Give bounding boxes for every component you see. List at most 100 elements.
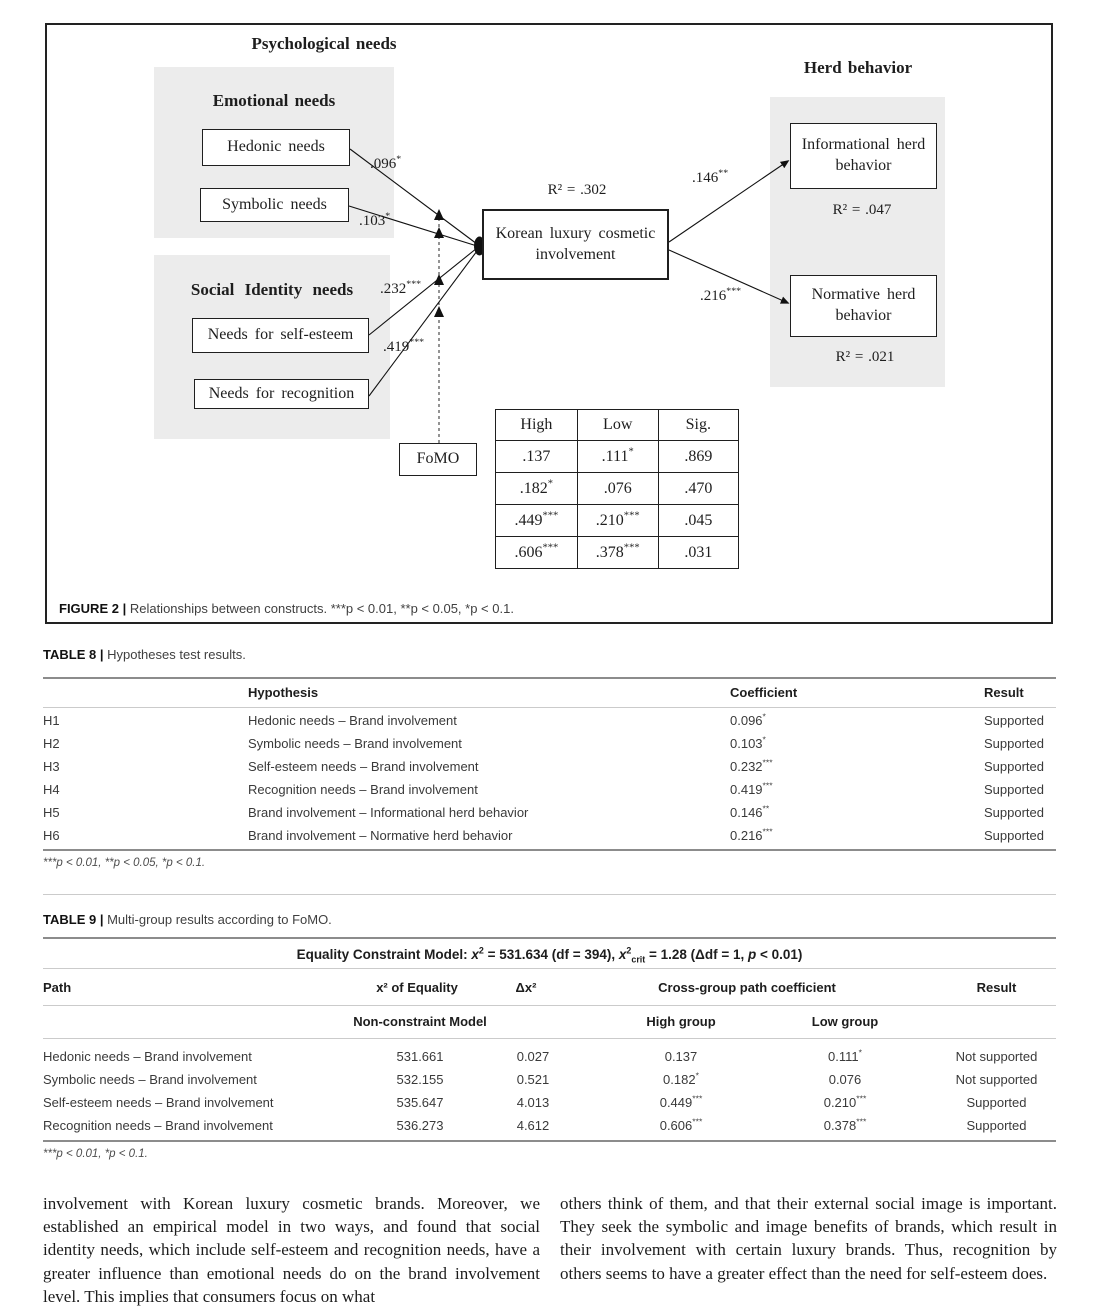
table9-header-cross-group: Cross-group path coefficient xyxy=(658,980,836,995)
r2-involvement: R² = .302 xyxy=(547,182,607,198)
path-label-symbolic: .103* xyxy=(359,211,391,229)
table8-footnote: ***p < 0.01, **p < 0.05, *p < 0.1. xyxy=(43,857,206,869)
self-esteem-needs-box: Needs for self-esteem xyxy=(192,318,369,353)
table8-row-id: H3 xyxy=(43,759,60,774)
table9-header-result: Result xyxy=(976,980,1017,995)
table9-row-low: 0.378*** xyxy=(823,1116,867,1133)
table8-row-result: Supported xyxy=(984,828,1044,843)
mini-row: .182*.076.470 xyxy=(495,472,740,505)
table9-row-result: Not supported xyxy=(955,1049,1038,1064)
mini-col-sig: Sig. xyxy=(657,409,740,441)
table8-row-coefficient: 0.096* xyxy=(730,711,766,728)
table8-header-hypothesis: Hypothesis xyxy=(248,685,319,700)
mini-row: .449***.210***.045 xyxy=(495,504,740,537)
table8-row-hypothesis: Brand involvement – Informational herd b… xyxy=(248,805,529,820)
psychological-needs-title: Psychological needs xyxy=(251,34,397,53)
table8-row-coefficient: 0.419*** xyxy=(730,780,773,797)
table9-row-high: 0.606*** xyxy=(659,1116,703,1133)
table9-footnote: ***p < 0.01, *p < 0.1. xyxy=(43,1148,148,1160)
involvement-box: Korean luxury cosmetic involvement xyxy=(482,209,669,280)
table9-row-chi: 535.647 xyxy=(396,1095,444,1110)
rule xyxy=(43,1005,1056,1006)
table8-row-hypothesis: Symbolic needs – Brand involvement xyxy=(248,736,462,751)
table9-row-low: 0.076 xyxy=(828,1072,862,1087)
table9-header-high-group: High group xyxy=(646,1014,716,1029)
table9-row-chi: 536.273 xyxy=(396,1118,444,1133)
table9-header-low-group: Low group xyxy=(811,1014,879,1029)
table9-header-delta-chi: Δx² xyxy=(515,980,537,995)
fomo-group-mini-table: High Low Sig. .137.111*.869 .182*.076.47… xyxy=(495,409,740,569)
table9-row-low: 0.210*** xyxy=(823,1093,867,1110)
rule xyxy=(43,677,1056,679)
path-label-normative: .216*** xyxy=(700,286,742,304)
table9-row-dchi: 4.612 xyxy=(516,1118,550,1133)
table9-equality-header: Equality Constraint Model: x2 = 531.634 … xyxy=(296,945,803,965)
table8-row-id: H2 xyxy=(43,736,60,751)
table8-header-coefficient: Coefficient xyxy=(730,685,798,700)
table8-row-id: H6 xyxy=(43,828,60,843)
table8-row-result: Supported xyxy=(984,805,1044,820)
mini-col-low: Low xyxy=(576,409,659,441)
mini-row: .137.111*.869 xyxy=(495,440,740,473)
table9-header-chi-equality: x² of Equality xyxy=(376,980,458,995)
table8-row-result: Supported xyxy=(984,713,1044,728)
mini-row: .606***.378***.031 xyxy=(495,536,740,569)
table8-row-hypothesis: Brand involvement – Normative herd behav… xyxy=(248,828,513,843)
rule xyxy=(43,894,1056,895)
path-label-hedonic: .096* xyxy=(370,154,402,172)
path-label-recognition: .419*** xyxy=(383,337,425,355)
table9-row-dchi: 4.013 xyxy=(516,1095,550,1110)
table8-row-id: H1 xyxy=(43,713,60,728)
table9-row-high: 0.182* xyxy=(663,1070,699,1087)
table9-row-result: Not supported xyxy=(955,1072,1038,1087)
normative-herd-box: Normative herd behavior xyxy=(790,275,937,337)
table8-row-coefficient: 0.216*** xyxy=(730,826,773,843)
table8-header-result: Result xyxy=(984,685,1024,700)
rule xyxy=(43,1140,1056,1142)
table8: TABLE 8 | Hypotheses test results. Hypot… xyxy=(43,647,1056,897)
body-text-right-column: others think of them, and that their ext… xyxy=(560,1194,1057,1283)
table9-row-path: Symbolic needs – Brand involvement xyxy=(43,1072,257,1087)
r2-informational: R² = .047 xyxy=(832,202,892,218)
figure2-diagram: Psychological needs Emotional needs Soci… xyxy=(45,23,1053,624)
rule xyxy=(43,707,1056,708)
body-text-left-column: involvement with Korean luxury cosmetic … xyxy=(43,1194,540,1306)
path-label-self-esteem: .232*** xyxy=(380,279,422,297)
table9-row-path: Recognition needs – Brand involvement xyxy=(43,1118,273,1133)
table8-row-hypothesis: Recognition needs – Brand involvement xyxy=(248,782,478,797)
table9: TABLE 9 | Multi-group results according … xyxy=(43,906,1056,1176)
path-label-informational: .146** xyxy=(692,168,729,186)
rule xyxy=(43,968,1056,969)
table8-row-coefficient: 0.103* xyxy=(730,734,766,751)
mini-col-high: High xyxy=(495,409,578,441)
figure2-caption: FIGURE 2 | Relationships between constru… xyxy=(59,601,1039,616)
rule xyxy=(43,937,1056,939)
table8-row-result: Supported xyxy=(984,736,1044,751)
table9-row-chi: 532.155 xyxy=(396,1072,444,1087)
figure2-caption-label: FIGURE 2 | xyxy=(59,601,127,616)
table8-row-id: H4 xyxy=(43,782,60,797)
symbolic-needs-box: Symbolic needs xyxy=(200,188,349,222)
table8-row-id: H5 xyxy=(43,805,60,820)
table8-row-coefficient: 0.146** xyxy=(730,803,770,820)
figure2-caption-text: Relationships between constructs. ***p <… xyxy=(129,601,514,616)
fomo-box: FoMO xyxy=(399,443,477,476)
table8-row-coefficient: 0.232*** xyxy=(730,757,773,774)
table9-row-result: Supported xyxy=(966,1118,1027,1133)
table9-row-path: Hedonic needs – Brand involvement xyxy=(43,1049,252,1064)
rule xyxy=(43,1038,1056,1039)
table8-row-result: Supported xyxy=(984,759,1044,774)
hedonic-needs-box: Hedonic needs xyxy=(202,129,350,166)
table9-row-high: 0.137 xyxy=(664,1049,698,1064)
table9-header-non-constraint: Non-constraint Model xyxy=(353,1014,487,1029)
table9-row-dchi: 0.521 xyxy=(516,1072,550,1087)
informational-herd-box: Informational herd behavior xyxy=(790,123,937,189)
table8-row-hypothesis: Self-esteem needs – Brand involvement xyxy=(248,759,479,774)
rule xyxy=(43,849,1056,851)
herd-behavior-title: Herd behavior xyxy=(803,58,913,77)
table8-row-hypothesis: Hedonic needs – Brand involvement xyxy=(248,713,457,728)
social-identity-title: Social Identity needs xyxy=(190,280,354,299)
r2-normative: R² = .021 xyxy=(835,349,895,365)
table9-row-chi: 531.661 xyxy=(396,1049,444,1064)
